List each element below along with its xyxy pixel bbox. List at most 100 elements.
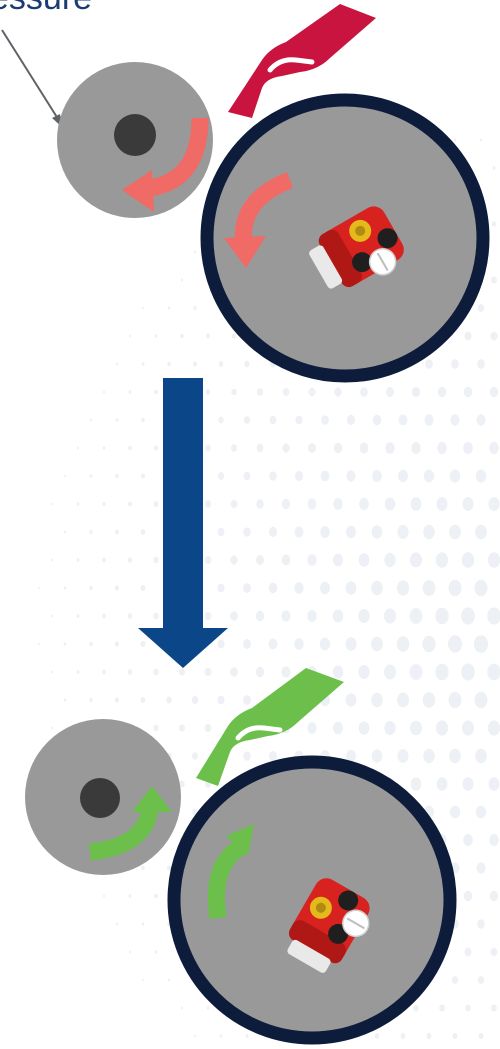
background-dot — [490, 387, 498, 398]
background-dot — [359, 721, 370, 734]
background-dot — [489, 834, 499, 846]
background-dot — [346, 581, 357, 594]
background-dot — [141, 866, 145, 870]
background-dot — [256, 555, 264, 565]
background-dot — [243, 527, 250, 536]
background-dot — [244, 361, 249, 367]
background-dot — [372, 525, 383, 538]
background-dot — [360, 442, 369, 453]
background-dot — [77, 502, 80, 505]
background-dot — [102, 670, 106, 675]
background-dot — [480, 139, 482, 142]
background-dot — [116, 923, 118, 926]
background-dot — [153, 557, 158, 563]
background-dot — [309, 388, 316, 397]
background-dot — [463, 834, 473, 846]
background-dot — [115, 697, 119, 702]
background-dot — [450, 806, 460, 819]
background-dot — [462, 497, 473, 511]
background-dot — [425, 359, 433, 369]
background-dot — [217, 584, 224, 593]
background-dot — [103, 446, 106, 450]
background-dot — [205, 724, 212, 732]
background-dot — [474, 635, 488, 653]
background-dot — [346, 637, 357, 651]
background-dot — [449, 749, 461, 763]
background-dot — [129, 894, 132, 898]
background-dot — [491, 276, 497, 283]
background-dot — [89, 530, 92, 534]
background-dot — [129, 951, 131, 954]
background-dot — [360, 387, 368, 397]
background-dot — [385, 442, 394, 454]
background-dot — [76, 614, 79, 618]
background-dot — [462, 720, 474, 735]
background-dot — [410, 721, 422, 736]
background-dot — [207, 1006, 210, 1009]
background-dot — [449, 692, 462, 708]
background-dot — [478, 304, 484, 312]
background-dot — [243, 751, 250, 760]
background-dot — [141, 473, 145, 478]
background-dot — [384, 665, 396, 680]
background-dot — [435, 664, 448, 681]
background-dot — [142, 362, 145, 366]
background-dot — [321, 415, 329, 425]
background-dot — [476, 806, 486, 819]
background-dot — [307, 554, 316, 566]
background-dot — [488, 497, 499, 511]
background-dot — [181, 278, 183, 281]
background-dot — [64, 475, 66, 478]
background-dot — [411, 497, 422, 510]
background-dot — [439, 1005, 445, 1012]
background-dot — [192, 696, 198, 704]
background-dot — [115, 530, 119, 535]
background-dot — [399, 415, 408, 426]
background-dot — [142, 979, 144, 981]
background-dot — [423, 580, 436, 596]
background-dot — [205, 612, 212, 621]
background-dot — [167, 865, 171, 870]
background-dot — [307, 610, 317, 622]
background-dot — [492, 221, 496, 226]
background-dot — [451, 359, 459, 369]
background-dot — [269, 527, 277, 537]
background-dot — [464, 891, 472, 901]
background-dot — [359, 553, 370, 566]
background-dot — [295, 471, 303, 481]
background-dot — [491, 948, 498, 957]
background-dot — [436, 497, 447, 511]
background-dot — [438, 387, 446, 397]
background-dot — [64, 530, 66, 533]
background-dot — [475, 525, 487, 540]
background-dot — [320, 638, 330, 651]
background-dot — [464, 387, 472, 398]
background-dot — [398, 470, 408, 483]
background-dot — [461, 663, 475, 680]
background-dot — [450, 469, 460, 482]
background-dot — [129, 335, 131, 338]
background-dot — [333, 722, 343, 735]
background-dot — [453, 1033, 458, 1039]
background-dot — [205, 668, 212, 677]
background-dot — [115, 474, 118, 478]
background-dot — [463, 777, 474, 791]
background-dot — [231, 389, 236, 396]
background-dot — [102, 558, 106, 563]
background-dot — [282, 555, 291, 566]
background-dot — [180, 334, 183, 338]
background-dot — [38, 587, 40, 589]
background-dot — [153, 725, 158, 731]
background-dot — [308, 443, 316, 453]
background-dot — [492, 166, 495, 170]
background-dot — [371, 693, 382, 707]
background-dot — [51, 671, 53, 674]
background-dot — [51, 559, 53, 562]
background-dot — [167, 362, 170, 366]
background-dot — [346, 526, 356, 539]
background-dot — [346, 693, 357, 706]
background-dot — [412, 387, 420, 397]
background-dot — [217, 696, 224, 705]
